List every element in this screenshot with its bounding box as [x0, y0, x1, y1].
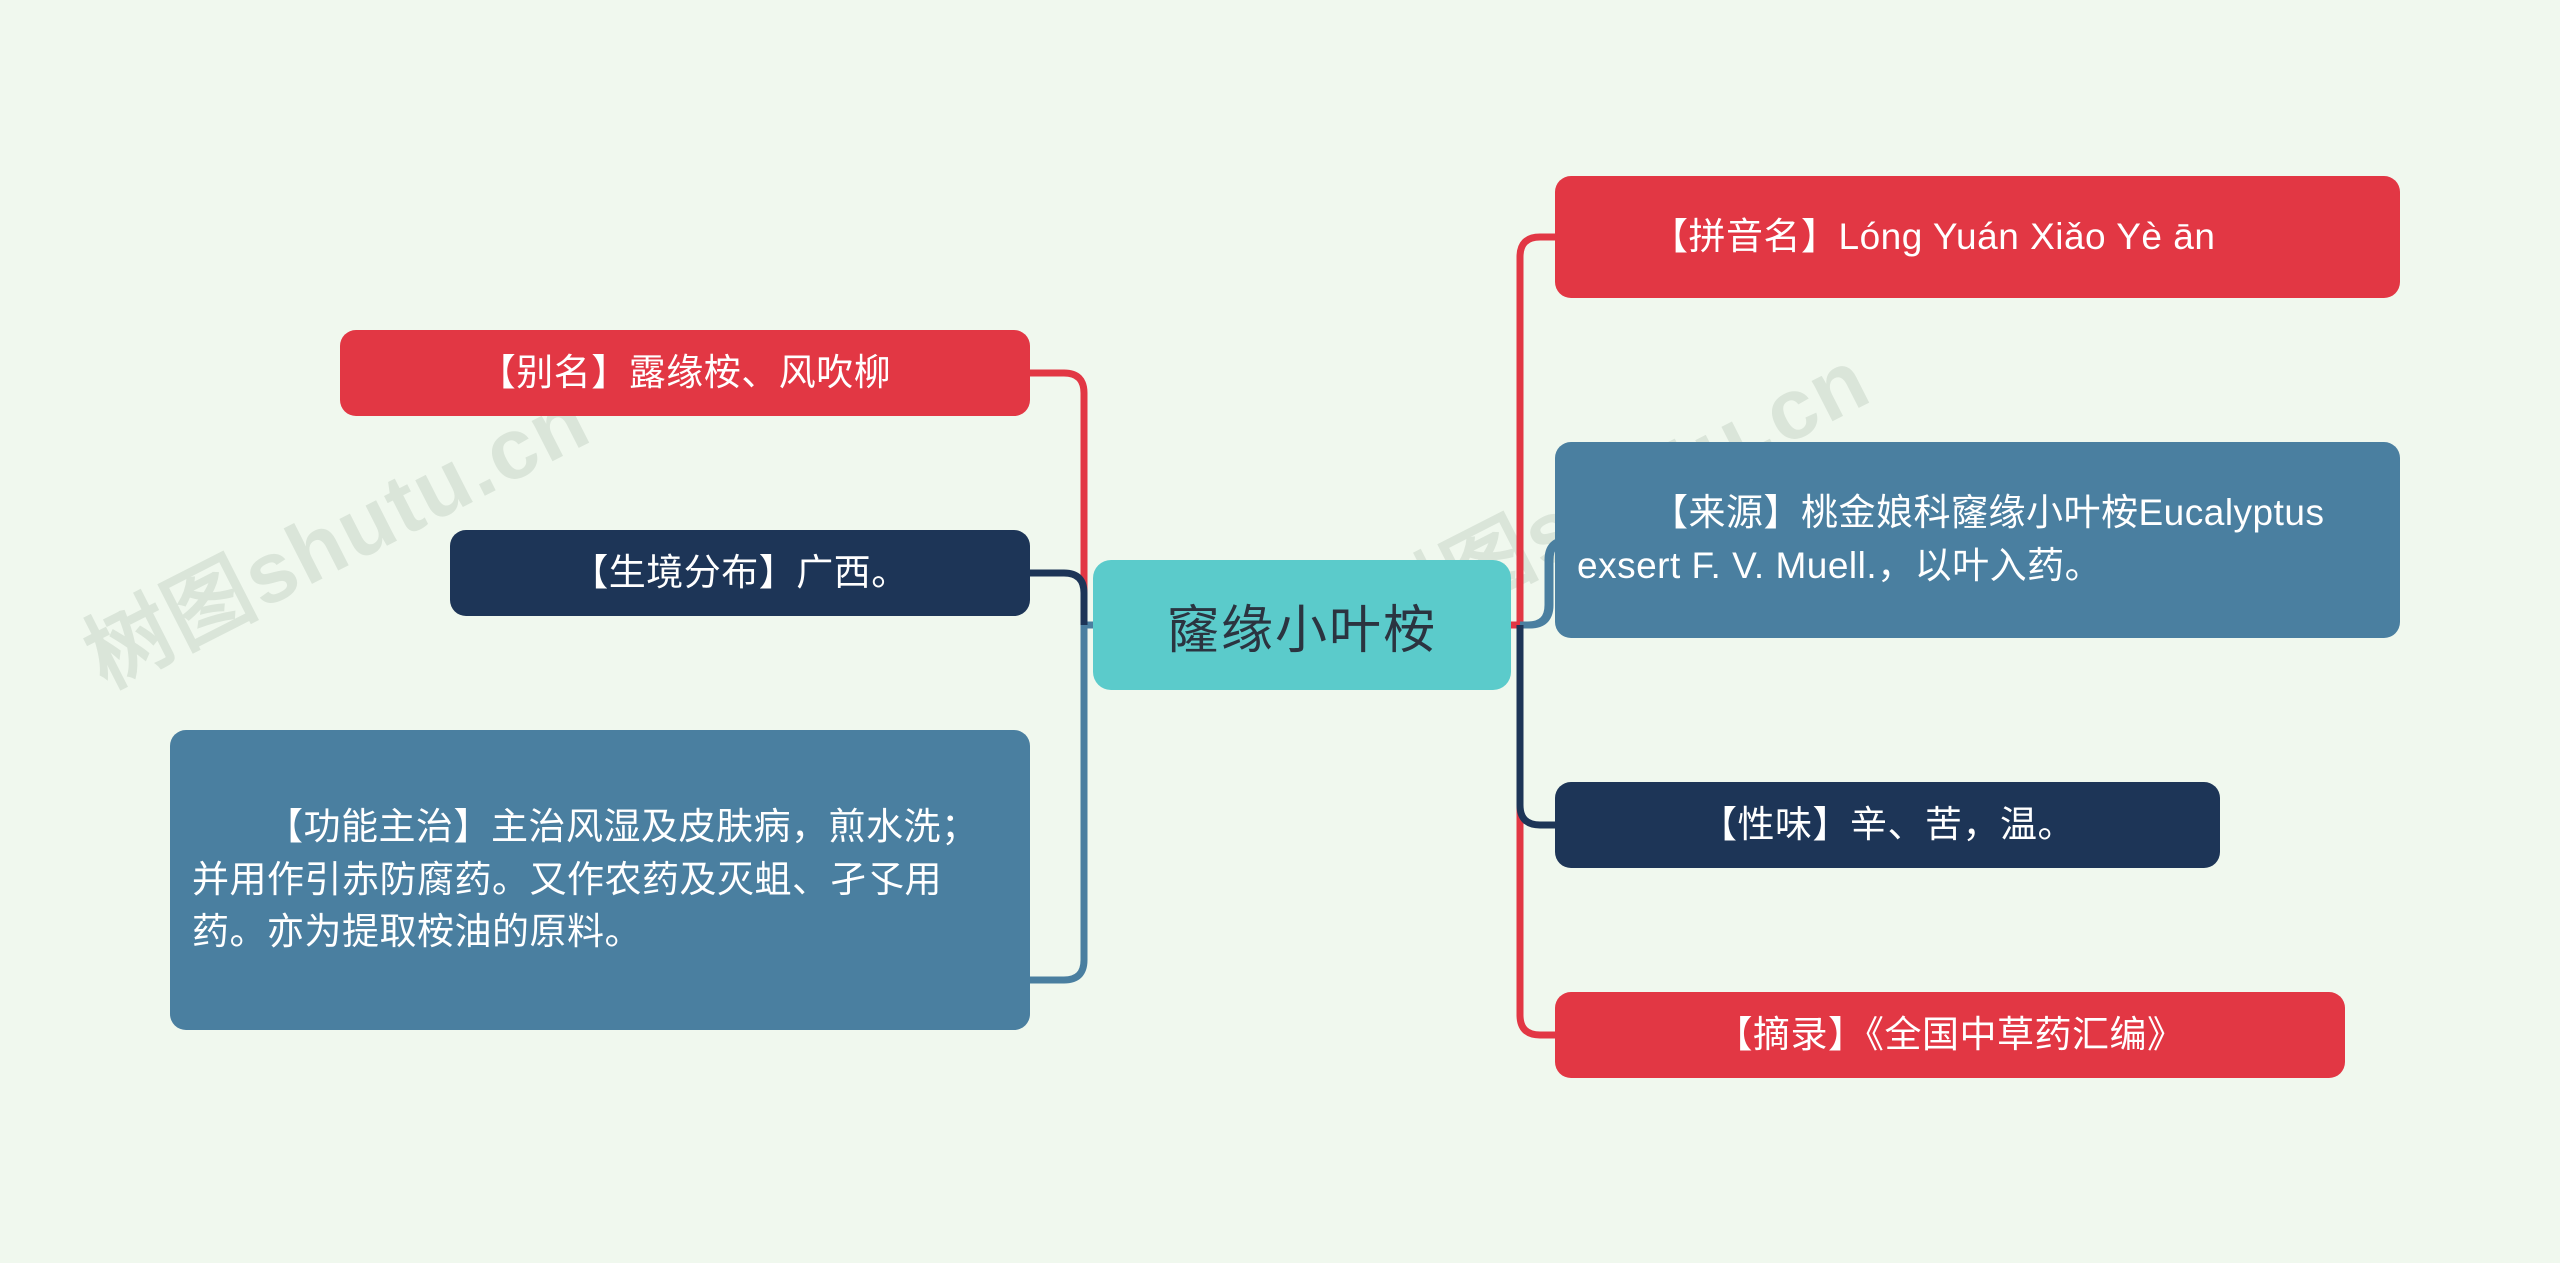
node-alias-label: 【别名】露缘桉、风吹柳 — [478, 351, 892, 393]
node-nature-flavor-label: 【性味】辛、苦，温。 — [1700, 803, 2075, 845]
node-excerpt-source-label: 【摘录】《全国中草药汇编》 — [1715, 1013, 2185, 1055]
node-nature-flavor[interactable]: 【性味】辛、苦，温。 — [1555, 782, 2220, 868]
node-indications[interactable]: 【功能主治】主治风湿及皮肤病，煎水洗；并用作引赤防腐药。又作农药及灭蛆、孑孓用药… — [170, 730, 1030, 1030]
node-source[interactable]: 【来源】桃金娘科窿缘小叶桉Eucalyptus exsert F. V. Mue… — [1555, 442, 2400, 638]
central-topic-node[interactable]: 窿缘小叶桉 — [1093, 560, 1511, 690]
node-excerpt-source[interactable]: 【摘录】《全国中草药汇编》 — [1555, 992, 2345, 1078]
node-source-label: 【来源】桃金娘科窿缘小叶桉Eucalyptus exsert F. V. Mue… — [1577, 492, 2325, 586]
central-topic-label: 窿缘小叶桉 — [1166, 601, 1437, 660]
node-habitat-distribution[interactable]: 【生境分布】广西。 — [450, 530, 1030, 616]
node-indications-label: 【功能主治】主治风湿及皮肤病，煎水洗；并用作引赤防腐药。又作农药及灭蛆、孑孓用药… — [192, 806, 979, 953]
node-pinyin-name-label: 【拼音名】Lóng Yuán Xiǎo Yè ān — [1651, 215, 2216, 257]
node-alias[interactable]: 【别名】露缘桉、风吹柳 — [340, 330, 1030, 416]
node-pinyin-name[interactable]: 【拼音名】Lóng Yuán Xiǎo Yè ān — [1555, 176, 2400, 298]
node-habitat-distribution-label: 【生境分布】广西。 — [571, 551, 909, 593]
